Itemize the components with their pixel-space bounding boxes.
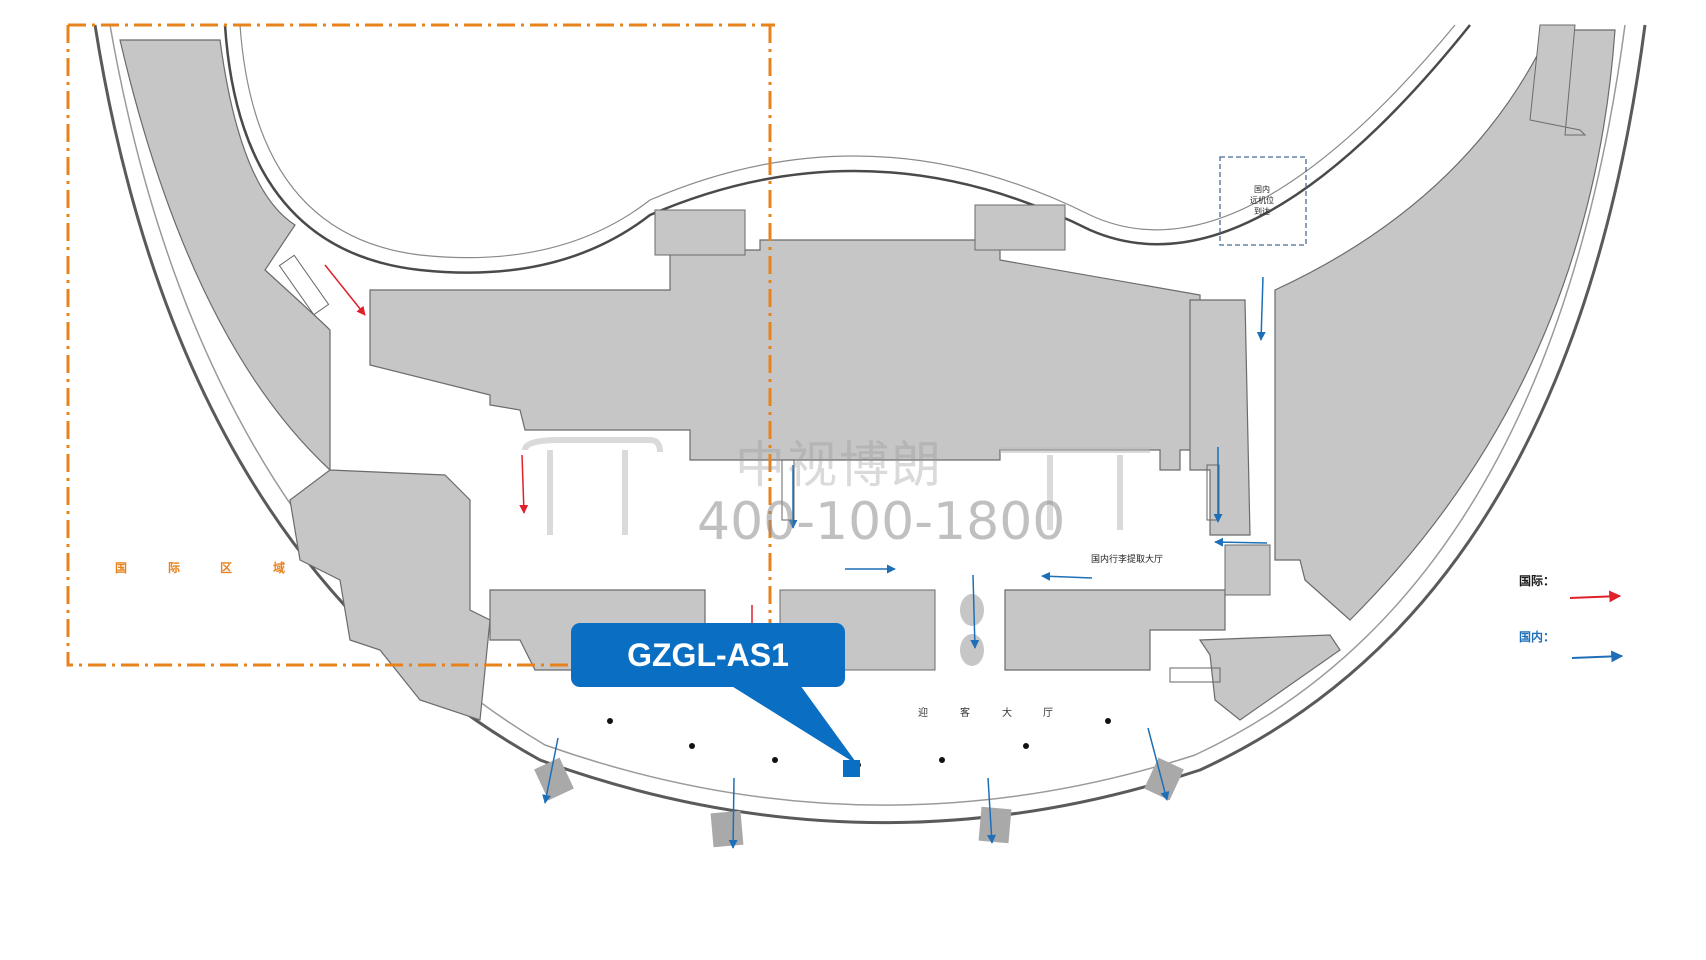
location-marker[interactable]	[843, 760, 860, 777]
escalator-center	[781, 459, 795, 521]
remote-arrival-line2: 远机位	[1250, 196, 1274, 205]
location-callout[interactable]: GZGL-AS1	[571, 623, 845, 687]
zone-char: 域	[273, 561, 286, 575]
exit-door	[1144, 757, 1184, 801]
hall-char: 厅	[1043, 708, 1053, 719]
international-zone-boundary	[66, 23, 775, 667]
watermark-text: 中视博朗	[735, 436, 943, 494]
apron-curve	[223, 24, 1471, 274]
escalator-southeast	[1169, 667, 1221, 683]
pillar	[960, 634, 984, 666]
west-wing-area	[119, 39, 491, 721]
east-lower-block	[1198, 634, 1341, 721]
hall-char: 客	[960, 708, 970, 719]
southeast-block	[1004, 589, 1226, 671]
domestic-flow-arrows	[542, 276, 1268, 849]
central-building-block	[369, 239, 1201, 471]
pillar	[960, 594, 984, 626]
escalator-east	[1206, 464, 1220, 521]
zone-char: 际	[168, 561, 181, 575]
legend-domestic-label: 国内：	[1519, 630, 1556, 644]
watermark-phone: 400-100-1800	[697, 492, 1066, 552]
callout-pointer	[730, 685, 858, 765]
domestic-baggage-hall-label: 国内行李提取大厅	[1091, 555, 1164, 565]
east-edge-strip	[1529, 24, 1587, 136]
legend-international-arrow	[1569, 590, 1622, 603]
exit-door	[534, 757, 574, 801]
apron-curve-inner	[239, 24, 1456, 259]
legend-domestic-arrow	[1571, 650, 1624, 663]
greeting-hall-dots	[607, 718, 1111, 768]
domestic-remote-arrival-box	[1219, 156, 1307, 246]
hall-char: 迎	[918, 708, 928, 719]
terminal-inner-wall	[109, 24, 1626, 806]
escalator-west	[278, 254, 330, 316]
zone-char: 国	[115, 561, 128, 575]
central-upper-block-2	[974, 204, 1066, 251]
exit-door	[978, 806, 1012, 844]
exit-door	[710, 810, 744, 848]
remote-arrival-line1: 国内	[1254, 185, 1270, 194]
east-corridor-block	[1189, 299, 1251, 536]
east-wing-area	[1274, 29, 1616, 621]
baggage-carousels	[522, 437, 1150, 535]
remote-arrival-line3: 到达	[1254, 207, 1270, 216]
central-upper-block	[654, 209, 746, 256]
terminal-outer-wall	[93, 24, 1647, 825]
zone-char: 区	[220, 561, 233, 575]
legend-international-label: 国际：	[1519, 574, 1556, 588]
east-mid-block	[1224, 544, 1271, 596]
hall-char: 大	[1002, 708, 1012, 719]
